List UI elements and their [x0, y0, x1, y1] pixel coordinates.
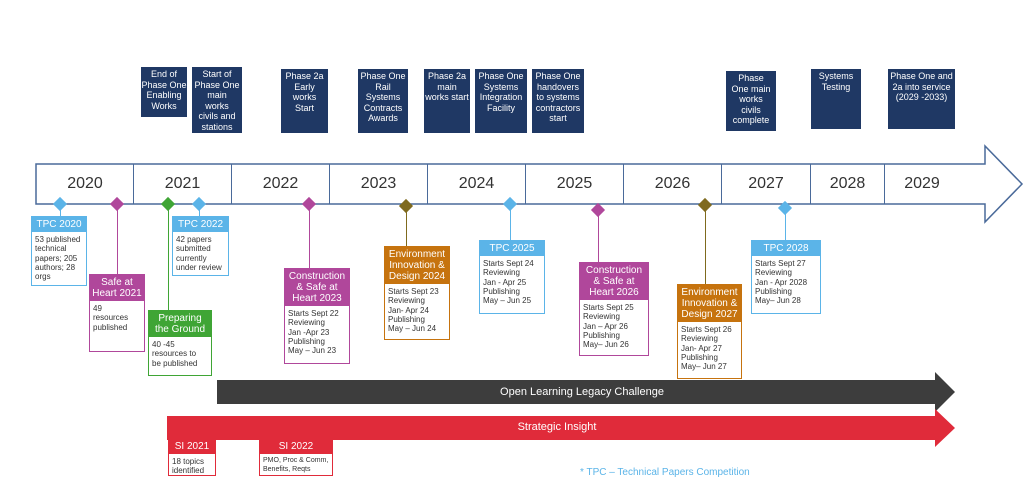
milestone-systems-integration: Phase One Systems Integration Facility	[475, 69, 527, 133]
box-body: Starts Sept 24 Reviewing Jan - Apr 25 Pu…	[483, 259, 534, 306]
connector-cons2026	[598, 204, 599, 262]
box-title: Construction & Safe at Heart 2026	[580, 263, 648, 300]
year-2027: 2027	[722, 164, 811, 204]
connector-tpc2028	[785, 204, 786, 240]
connector-prep	[168, 204, 169, 310]
box-preparing-ground: Preparing the Ground 40 -45 resources to…	[148, 310, 212, 376]
box-safe2021: Safe at Heart 2021 49 resources publishe…	[89, 274, 145, 352]
box-body: Starts Sept 22 Reviewing Jan -Apr 23 Pub…	[288, 309, 339, 356]
milestone-start-phase-one-main-works: Start of Phase One main works civils and…	[192, 67, 242, 133]
year-2024: 2024	[428, 164, 526, 204]
milestone-phase-one-civils-complete: Phase One main works civils complete	[726, 71, 776, 131]
year-2026: 2026	[624, 164, 722, 204]
box-body: 53 published technical papers; 205 autho…	[35, 235, 81, 282]
milestone-handovers-systems: Phase One handovers to systems contracto…	[532, 69, 584, 133]
box-title: TPC 2020	[32, 217, 86, 232]
footnote: * TPC – Technical Papers Competition	[580, 467, 750, 478]
box-body: Starts Sept 27 Reviewing Jan - Apr 2028 …	[755, 259, 808, 306]
box-title: Construction & Safe at Heart 2023	[285, 269, 349, 306]
box-title: Preparing the Ground	[149, 311, 211, 337]
box-si2022: SI 2022 PMO, Proc & Comm, Benefits, Reqt…	[259, 438, 333, 476]
connector-cons2023	[309, 204, 310, 268]
box-environment2027: Environment Innovation & Design 2027 Sta…	[677, 284, 742, 379]
box-tpc2028: TPC 2028 Starts Sept 27 Reviewing Jan - …	[751, 240, 821, 314]
connector-env2024	[406, 204, 407, 246]
box-body: 40 -45 resources to be published	[152, 340, 198, 368]
box-tpc2020: TPC 2020 53 published technical papers; …	[31, 216, 87, 286]
year-2028: 2028	[811, 164, 885, 204]
year-2021: 2021	[134, 164, 232, 204]
milestone-into-service: Phase One and 2a into service (2029 -203…	[888, 69, 955, 129]
strategic-insight-label: Strategic Insight	[517, 421, 597, 433]
box-title: Safe at Heart 2021	[90, 275, 144, 301]
milestone-phase-2a-main-works: Phase 2a main works start	[424, 69, 470, 133]
year-2029: 2029	[904, 175, 940, 192]
milestone-phase-2a-early-works: Phase 2a Early works Start	[281, 69, 328, 133]
connector-env2027	[705, 204, 706, 284]
year-2023: 2023	[330, 164, 428, 204]
connector-tpc2025	[510, 204, 511, 240]
box-body: Starts Sept 23 Reviewing Jan- Apr 24 Pub…	[388, 287, 439, 334]
year-2022: 2022	[232, 164, 330, 204]
box-tpc2025: TPC 2025 Starts Sept 24 Reviewing Jan - …	[479, 240, 545, 314]
box-title: SI 2022	[260, 439, 332, 454]
milestone-systems-testing: Systems Testing	[811, 69, 861, 129]
box-title: TPC 2028	[752, 241, 820, 256]
year-2020: 2020	[37, 164, 134, 204]
connector-safe2021	[117, 204, 118, 274]
box-body: 18 topics identified	[172, 457, 205, 476]
box-title: SI 2021	[169, 439, 215, 454]
milestone-end-phase-one-enabling: End of Phase One Enabling Works	[141, 67, 187, 117]
box-title: Environment Innovation & Design 2027	[678, 285, 741, 322]
box-body: PMO, Proc & Comm, Benefits, Reqts	[263, 457, 329, 473]
open-learning-label: Open Learning Legacy Challenge	[500, 386, 664, 398]
box-body: Starts Sept 25 Reviewing Jan – Apr 26 Pu…	[583, 303, 634, 350]
box-title: TPC 2022	[173, 217, 228, 232]
box-body: Starts Sept 26 Reviewing Jan- Apr 27 Pub…	[681, 325, 732, 372]
box-body: 42 papers submitted currently under revi…	[176, 235, 222, 272]
box-si2021: SI 2021 18 topics identified	[168, 438, 216, 476]
box-construction2026: Construction & Safe at Heart 2026 Starts…	[579, 262, 649, 356]
box-title: TPC 2025	[480, 241, 544, 256]
box-body: 49 resources published	[93, 304, 129, 332]
box-construction2023: Construction & Safe at Heart 2023 Starts…	[284, 268, 350, 364]
milestone-phase-one-rail-systems: Phase One Rail Systems Contracts Awards	[358, 69, 408, 133]
year-2025: 2025	[526, 164, 624, 204]
box-title: Environment Innovation & Design 2024	[385, 247, 449, 284]
box-environment2024: Environment Innovation & Design 2024 Sta…	[384, 246, 450, 340]
box-tpc2022: TPC 2022 42 papers submitted currently u…	[172, 216, 229, 276]
